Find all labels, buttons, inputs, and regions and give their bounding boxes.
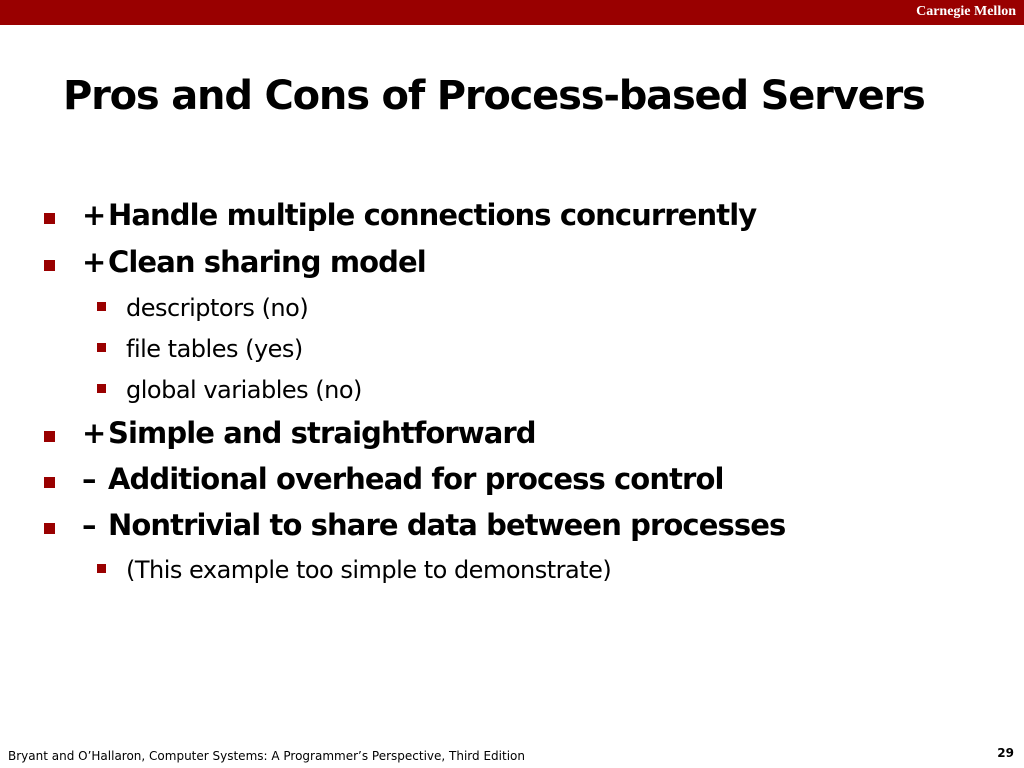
brand-label: Carnegie Mellon xyxy=(916,4,1016,19)
square-bullet-icon xyxy=(97,384,106,393)
square-bullet-icon xyxy=(44,260,55,271)
slide-title: Pros and Cons of Process-based Servers xyxy=(63,73,926,119)
square-bullet-icon xyxy=(44,431,55,442)
square-bullet-icon xyxy=(44,213,55,224)
bullet-text: Simple and straightforward xyxy=(108,416,537,450)
footer-citation: Bryant and O’Hallaron, Computer Systems:… xyxy=(8,749,525,763)
top-banner: Carnegie Mellon xyxy=(0,0,1024,25)
bullet-text: Additional overhead for process control xyxy=(108,462,724,496)
bullet-symbol: – xyxy=(82,462,96,496)
bullet-symbol: – xyxy=(82,508,96,542)
sub-bullet-text: global variables (no) xyxy=(126,376,362,404)
square-bullet-icon xyxy=(44,477,55,488)
bullet-symbol: + xyxy=(82,416,106,450)
bullet-symbol: + xyxy=(82,245,106,279)
bullet-symbol: + xyxy=(82,198,106,232)
square-bullet-icon xyxy=(44,523,55,534)
square-bullet-icon xyxy=(97,343,106,352)
page-number: 29 xyxy=(997,746,1014,760)
bullet-text: Clean sharing model xyxy=(108,245,427,279)
square-bullet-icon xyxy=(97,302,106,311)
bullet-text: Handle multiple connections concurrently xyxy=(108,198,757,232)
sub-bullet-text: (This example too simple to demonstrate) xyxy=(126,556,612,584)
bullet-text: Nontrivial to share data between process… xyxy=(108,508,786,542)
sub-bullet-text: file tables (yes) xyxy=(126,335,303,363)
sub-bullet-text: descriptors (no) xyxy=(126,294,309,322)
square-bullet-icon xyxy=(97,564,106,573)
